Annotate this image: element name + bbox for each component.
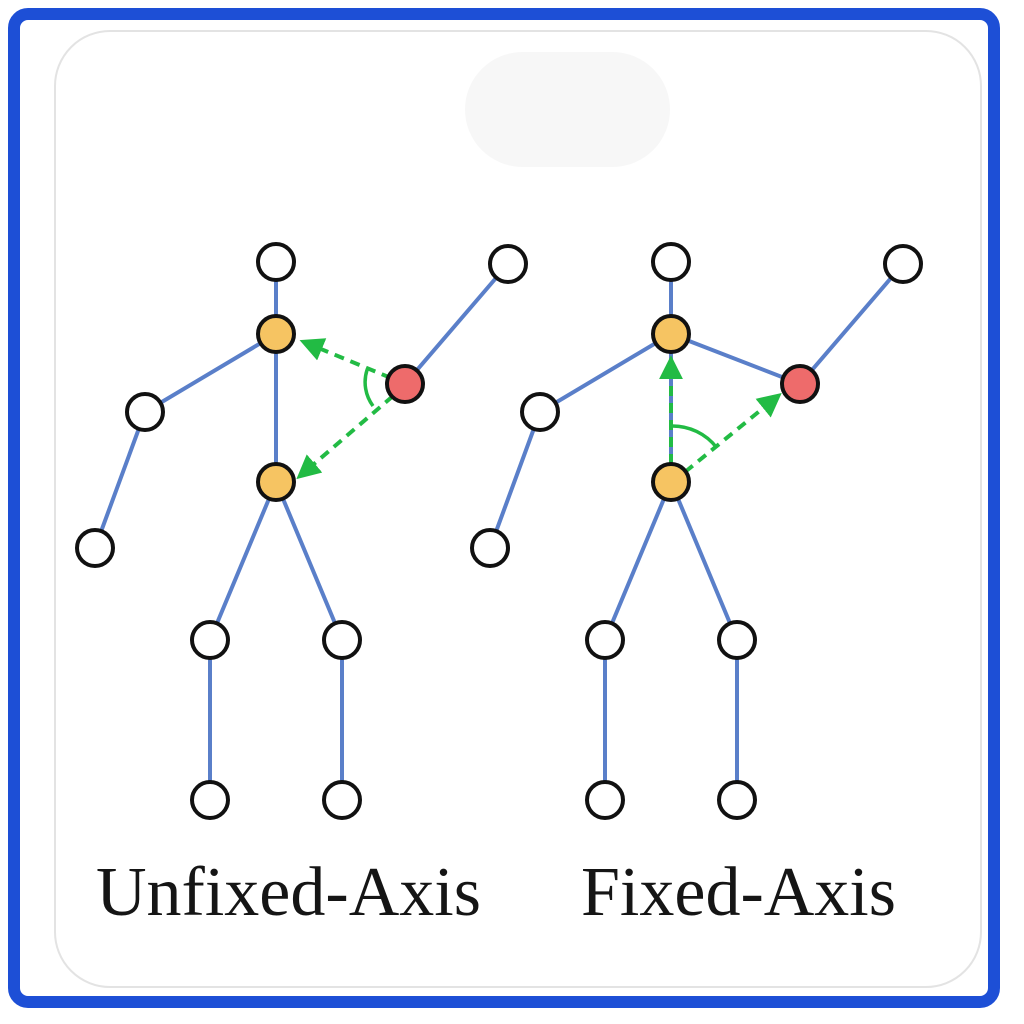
angle-arc — [670, 424, 719, 450]
joint-lknee — [190, 620, 230, 660]
caption-unfixed-axis: Unfixed-Axis — [96, 854, 481, 931]
axis-arrow-to-elbow — [683, 392, 782, 474]
joint-lhand — [75, 528, 115, 568]
joint-neck — [256, 314, 296, 354]
bone-neck-lshoulder — [538, 332, 673, 414]
joint-lknee — [585, 620, 625, 660]
joint-lfoot — [190, 780, 230, 820]
joint-neck — [651, 314, 691, 354]
bone-neck-relbow — [669, 332, 802, 386]
joint-pelvis — [651, 462, 691, 502]
joint-lshoulder — [520, 392, 560, 432]
joint-rknee — [322, 620, 362, 660]
joint-lshoulder — [125, 392, 165, 432]
joint-rknee — [717, 620, 757, 660]
bone-lshoulder-lhand — [93, 410, 147, 550]
figure-panel — [54, 30, 982, 988]
joint-head — [256, 242, 296, 282]
bone-neck-lshoulder — [143, 332, 278, 414]
skeleton-figure-fixed-axis — [470, 242, 923, 820]
bone-lshoulder-lhand — [488, 410, 542, 550]
bone-pelvis-rknee — [274, 480, 344, 642]
joint-lfoot — [585, 780, 625, 820]
axis-arrow-to-pelvis — [296, 394, 395, 480]
joint-rhand — [883, 244, 923, 284]
angle-arc — [363, 369, 375, 408]
faded-background-blob — [465, 52, 670, 167]
joint-lhand — [470, 528, 510, 568]
bone-pelvis-lknee — [603, 480, 673, 642]
caption-fixed-axis: Fixed-Axis — [581, 854, 896, 931]
joint-rfoot — [322, 780, 362, 820]
bone-pelvis-rknee — [669, 480, 739, 642]
joint-relbow — [780, 364, 820, 404]
bone-pelvis-lknee — [208, 480, 278, 642]
joint-pelvis — [256, 462, 296, 502]
joint-rfoot — [717, 780, 757, 820]
bone-relbow-rhand — [403, 262, 510, 386]
skeleton-figure-unfixed-axis — [75, 242, 528, 820]
joint-head — [651, 242, 691, 282]
joint-relbow — [385, 364, 425, 404]
axis-arrow-to-neck — [299, 338, 392, 380]
bone-relbow-rhand — [798, 262, 905, 386]
joint-rhand — [488, 244, 528, 284]
